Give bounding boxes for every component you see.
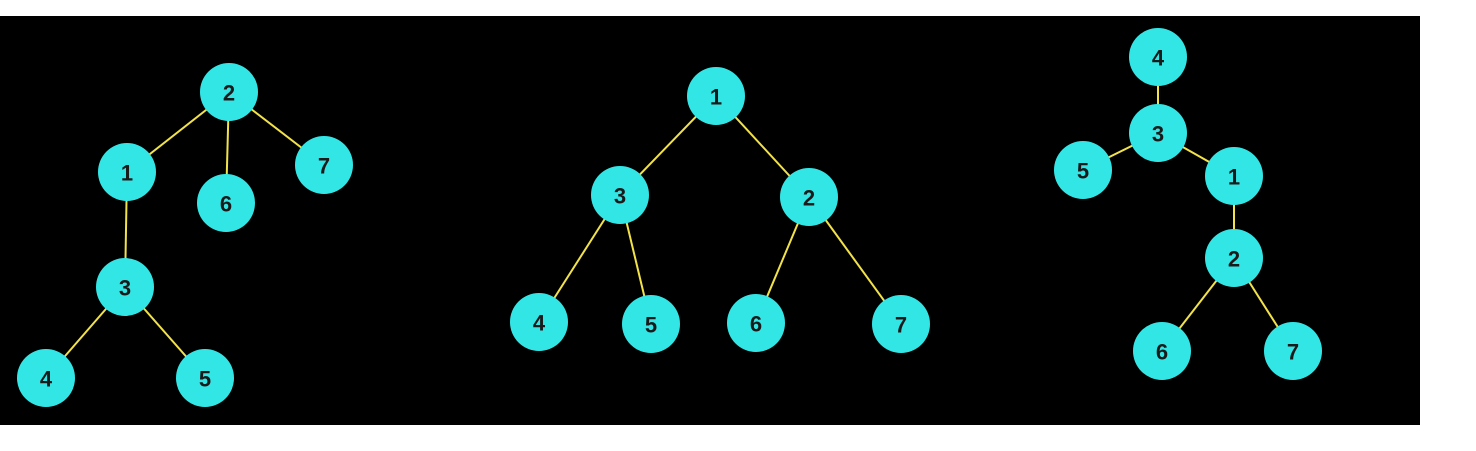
- nodes-layer: 2 1 6 7 3 4 5 1 3 2 4 5 6 7 4 3 5 1 2 6 7: [17, 28, 1322, 407]
- node-circle: [1205, 229, 1263, 287]
- node-circle: [872, 295, 930, 353]
- node-left-6: 6: [197, 174, 255, 232]
- node-right-4: 4: [1129, 28, 1187, 86]
- node-middle-7: 7: [872, 295, 930, 353]
- node-label: 2: [1228, 247, 1240, 272]
- node-right-1: 1: [1205, 147, 1263, 205]
- node-circle: [295, 136, 353, 194]
- node-left-5: 5: [176, 349, 234, 407]
- node-label: 4: [1152, 46, 1165, 71]
- node-right-5: 5: [1054, 141, 1112, 199]
- node-label: 1: [121, 161, 133, 186]
- node-circle: [1264, 322, 1322, 380]
- node-label: 6: [220, 192, 232, 217]
- node-right-6: 6: [1133, 322, 1191, 380]
- node-label: 7: [1287, 340, 1299, 365]
- node-label: 1: [1228, 165, 1240, 190]
- node-circle: [197, 174, 255, 232]
- node-circle: [1129, 104, 1187, 162]
- node-circle: [1129, 28, 1187, 86]
- node-label: 2: [803, 186, 815, 211]
- node-label: 1: [710, 85, 722, 110]
- node-middle-6: 6: [727, 294, 785, 352]
- node-label: 4: [40, 367, 53, 392]
- node-middle-2: 2: [780, 168, 838, 226]
- node-middle-3: 3: [591, 166, 649, 224]
- node-label: 3: [614, 184, 626, 209]
- node-middle-4: 4: [510, 293, 568, 351]
- node-circle: [176, 349, 234, 407]
- node-label: 5: [645, 313, 657, 338]
- node-circle: [96, 258, 154, 316]
- node-circle: [687, 67, 745, 125]
- node-circle: [1054, 141, 1112, 199]
- node-middle-1: 1: [687, 67, 745, 125]
- node-left-2: 2: [200, 63, 258, 121]
- node-label: 2: [223, 81, 235, 106]
- node-label: 3: [1152, 122, 1164, 147]
- node-circle: [1133, 322, 1191, 380]
- node-right-2: 2: [1205, 229, 1263, 287]
- node-circle: [591, 166, 649, 224]
- node-label: 3: [119, 276, 131, 301]
- node-label: 5: [199, 367, 211, 392]
- node-left-4: 4: [17, 349, 75, 407]
- node-circle: [98, 143, 156, 201]
- node-circle: [1205, 147, 1263, 205]
- node-label: 6: [750, 312, 762, 337]
- node-label: 4: [533, 311, 546, 336]
- node-circle: [17, 349, 75, 407]
- node-middle-5: 5: [622, 295, 680, 353]
- node-circle: [510, 293, 568, 351]
- node-circle: [622, 295, 680, 353]
- node-right-7: 7: [1264, 322, 1322, 380]
- node-label: 5: [1077, 159, 1089, 184]
- node-circle: [780, 168, 838, 226]
- node-circle: [727, 294, 785, 352]
- node-label: 6: [1156, 340, 1168, 365]
- node-circle: [200, 63, 258, 121]
- node-left-1: 1: [98, 143, 156, 201]
- node-left-3: 3: [96, 258, 154, 316]
- node-label: 7: [318, 154, 330, 179]
- node-left-7: 7: [295, 136, 353, 194]
- node-label: 7: [895, 313, 907, 338]
- node-right-3: 3: [1129, 104, 1187, 162]
